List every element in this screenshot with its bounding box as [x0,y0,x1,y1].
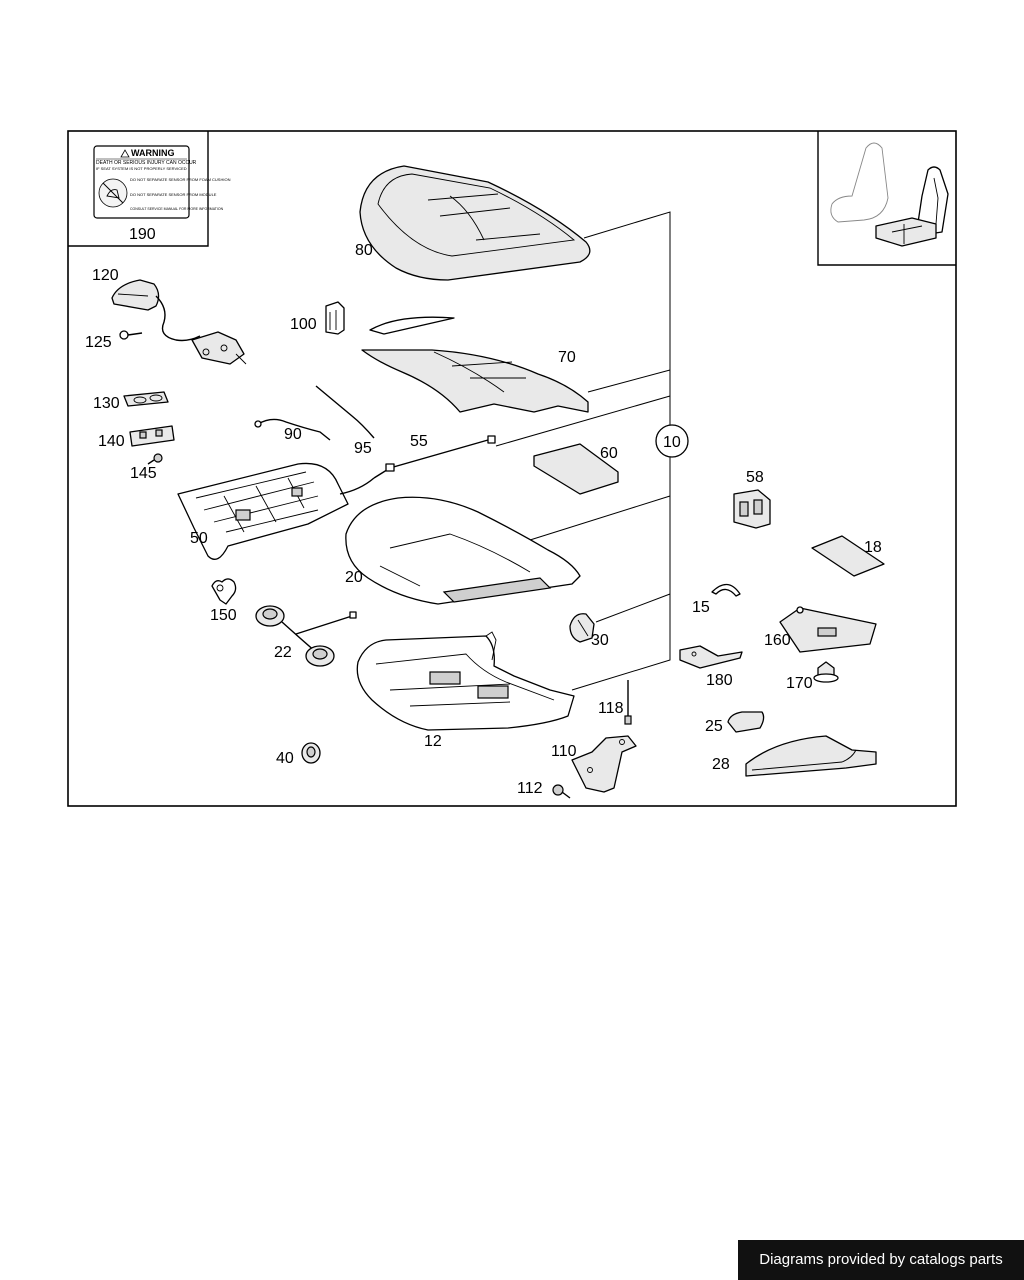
part-145-screw [147,453,163,465]
warning-bullet-1: DO NOT SEPARATE SENSOR FROM FOAM CUSHION [130,177,231,182]
footer-credit: Diagrams provided by catalogs parts [738,1240,1024,1280]
part-12-seat-pan [356,631,575,731]
part-58-connector [733,489,771,529]
callout-22: 22 [274,644,292,661]
callout-130: 130 [93,395,120,412]
part-160-module [779,606,877,653]
part-110-bracket [571,735,637,793]
callout-170: 170 [786,675,813,692]
part-112-screw [552,784,571,799]
diagram-frame [67,130,957,807]
part-90-wire [257,418,331,441]
part-90-end [254,420,262,428]
part-170-fastener [813,661,839,683]
part-55-cable [373,435,496,479]
callout-110: 110 [551,743,577,760]
callout-50: 50 [190,530,208,547]
part-120-control-module [111,279,247,365]
callout-180: 180 [706,672,733,689]
part-95-rod [315,385,375,439]
callout-18: 18 [864,539,882,556]
callout-28: 28 [712,756,730,773]
part-40-grommet [301,742,321,764]
callout-40: 40 [276,750,294,767]
part-140-bracket [129,425,175,447]
callout-80: 80 [355,242,373,259]
seat-overview-inset [817,131,956,266]
part-150-clip [211,578,237,605]
callout-100: 100 [290,316,317,333]
callout-140: 140 [98,433,125,450]
callout-12: 12 [424,733,442,750]
callout-15: 15 [692,599,710,616]
part-125-screw [119,330,143,340]
callout-10: 10 [663,434,681,451]
callout-70: 70 [558,349,576,366]
part-30-bracket [569,613,595,643]
part-80-cushion-cover [359,165,591,281]
callout-118: 118 [598,700,624,717]
part-180-bracket [679,645,743,669]
part-18-pad [811,535,885,577]
callout-120: 120 [92,267,119,284]
part-28-trim-panel [745,735,877,777]
part-50-seat-frame [177,462,375,560]
callout-55: 55 [410,433,428,450]
part-100-clip [325,301,345,335]
callout-150: 150 [210,607,237,624]
warning-triangle-icon [120,149,130,158]
callout-60: 60 [600,445,618,462]
warning-line-1: DEATH OR SERIOUS INJURY CAN OCCUR [96,160,197,166]
callout-30: 30 [591,632,609,649]
callout-125: 125 [85,334,112,351]
part-118-pin [624,680,632,725]
callout-90: 90 [284,426,302,443]
callout-112: 112 [517,780,543,797]
callout-58: 58 [746,469,764,486]
callout-20: 20 [345,569,363,586]
part-20-cushion-foam [345,496,581,605]
callout-25: 25 [705,718,723,735]
warning-footnote: CONSULT SERVICE MANUAL FOR MORE INFORMAT… [130,207,224,211]
part-22-harness [255,605,357,667]
part-15-clip [711,583,741,597]
part-70-foam-pad [361,316,589,413]
callout-145: 145 [130,465,157,482]
warning-bullet-2: DO NOT SEPARATE SENSOR FROM MODULE [130,192,217,197]
callout-95: 95 [354,440,372,457]
callout-160: 160 [764,632,791,649]
warning-heading: WARNING [131,148,175,158]
callout-190: 190 [129,226,156,243]
part-130-trim [123,391,169,407]
part-60-pad [533,443,619,495]
assembly-10-bracket [495,211,689,691]
part-25-cover [727,711,765,733]
warning-line-2: IF SEAT SYSTEM IS NOT PROPERLY SERVICED [96,166,187,171]
warning-label-inset: WARNING DEATH OR SERIOUS INJURY CAN OCCU… [68,131,231,247]
